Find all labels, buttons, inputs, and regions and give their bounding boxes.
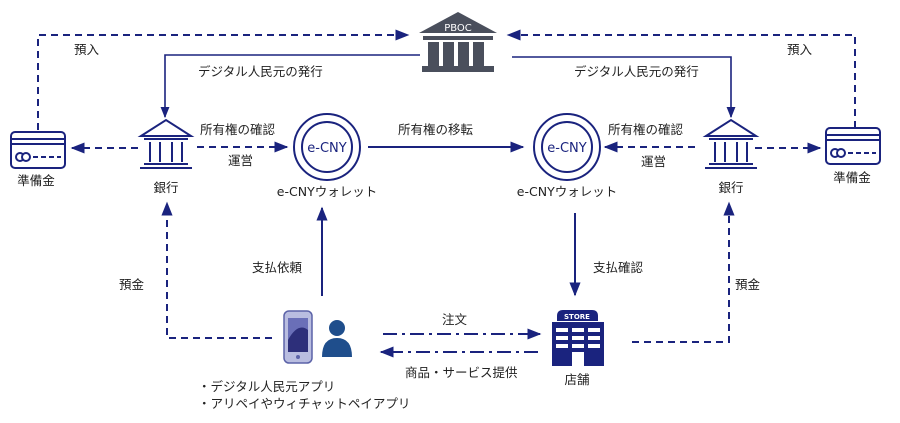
central-bank-icon — [419, 12, 497, 72]
wallet-label-right: e-CNYウォレット — [516, 184, 618, 199]
edge-deposit-right — [632, 201, 735, 343]
store-label: 店舗 — [564, 372, 590, 387]
reserve-card-icon-right — [825, 127, 881, 165]
wallet-badge-right: e-CNY — [547, 141, 586, 156]
reserve-card-icon-left — [10, 131, 66, 169]
label-goods-service: 商品・サービス提供 — [405, 365, 518, 380]
label-deposit-left: 預金 — [119, 277, 145, 292]
edge-issue-right — [512, 56, 736, 119]
edge-deposit-in-left — [37, 29, 410, 130]
reserve-label-left: 準備金 — [17, 173, 55, 188]
user-app-item: ・デジタル人民元アプリ — [198, 379, 336, 394]
wallet-icon-left — [293, 113, 361, 181]
user-app-list: ・デジタル人民元アプリ ・アリペイやウィチャットペイアプリ — [198, 378, 410, 412]
label-operate-right: 運営 — [641, 154, 667, 169]
reserve-label-right: 準備金 — [833, 170, 871, 185]
label-ownership-check-left: 所有権の確認 — [200, 122, 276, 137]
central-bank-label: PBOC — [444, 23, 472, 34]
label-deposit-right: 預金 — [735, 277, 761, 292]
label-order: 注文 — [442, 312, 468, 327]
edge-deposit-left — [161, 201, 272, 339]
label-ownership-check-right: 所有権の確認 — [608, 122, 684, 137]
wallet-label-left: e-CNYウォレット — [276, 184, 378, 199]
label-deposit-in-left: 預入 — [74, 42, 100, 57]
bank-icon-right — [702, 118, 760, 169]
label-deposit-in-right: 預入 — [787, 42, 813, 57]
edge-issue-left — [160, 54, 420, 119]
bank-label-left: 銀行 — [153, 180, 179, 195]
store-icon — [552, 310, 604, 366]
label-operate-left: 運営 — [228, 153, 254, 168]
bank-label-right: 銀行 — [718, 180, 744, 195]
label-issue-right: デジタル人民元の発行 — [574, 64, 699, 79]
user-icon — [322, 320, 352, 357]
user-app-item: ・アリペイやウィチャットペイアプリ — [198, 396, 411, 411]
label-payment-request: 支払依頼 — [252, 260, 303, 275]
bank-icon-left — [137, 118, 195, 169]
label-payment-confirm: 支払確認 — [593, 260, 644, 275]
smartphone-icon — [283, 310, 313, 364]
label-issue-left: デジタル人民元の発行 — [198, 64, 323, 79]
wallet-icon-right — [533, 113, 601, 181]
label-ownership-transfer: 所有権の移転 — [398, 122, 474, 137]
edge-deposit-in-right — [506, 29, 856, 128]
wallet-badge-left: e-CNY — [307, 141, 346, 156]
store-badge: STORE — [564, 313, 590, 321]
